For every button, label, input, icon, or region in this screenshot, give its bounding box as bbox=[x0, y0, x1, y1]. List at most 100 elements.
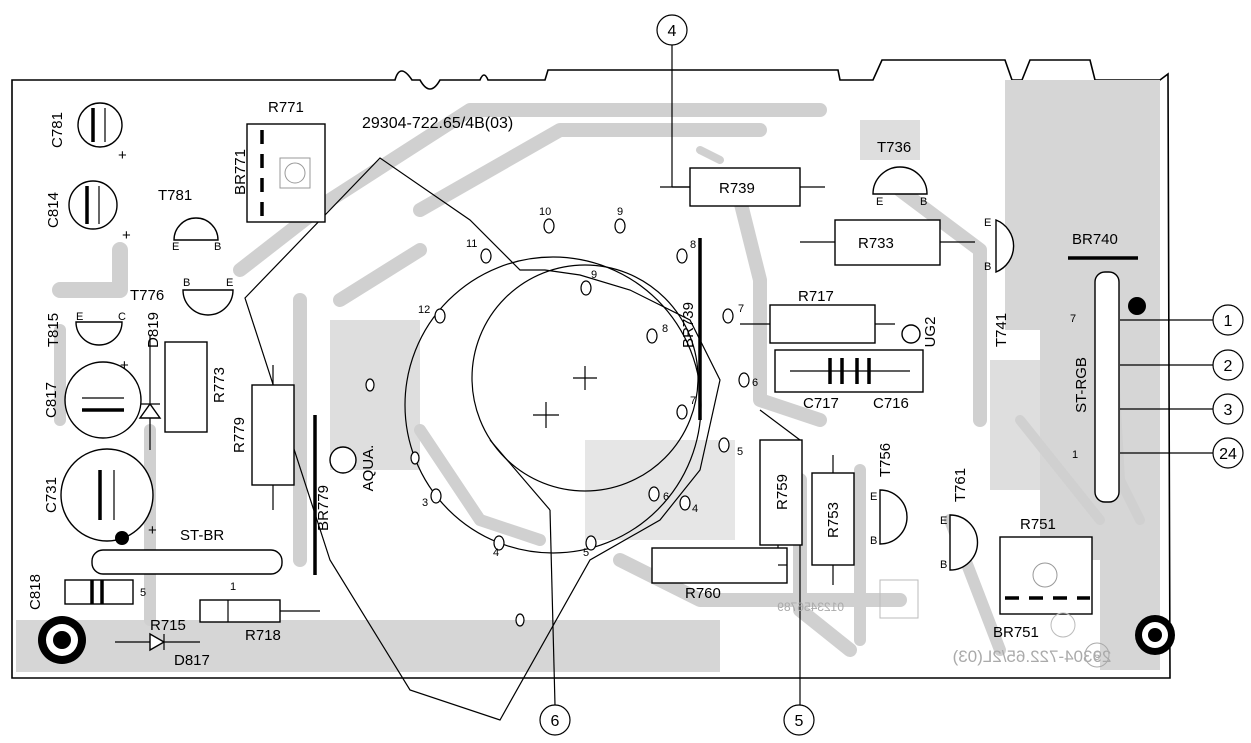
svg-text:B: B bbox=[920, 196, 927, 208]
svg-text:T756: T756 bbox=[877, 443, 894, 477]
svg-text:+: + bbox=[122, 227, 131, 244]
svg-text:AQUA.: AQUA. bbox=[360, 445, 377, 492]
svg-text:C817: C817 bbox=[43, 382, 60, 418]
socket-inner-pin-label: 8 bbox=[662, 323, 668, 335]
callout-24: 24 bbox=[1120, 437, 1244, 469]
svg-text:R753: R753 bbox=[825, 502, 842, 538]
svg-text:BR739: BR739 bbox=[680, 302, 697, 348]
svg-text:R718: R718 bbox=[245, 627, 281, 644]
svg-text:6: 6 bbox=[551, 713, 560, 730]
resistor-r718: R718 bbox=[199, 599, 320, 644]
svg-text:7: 7 bbox=[1070, 313, 1076, 325]
bridge-br740: BR740 bbox=[1068, 231, 1138, 260]
svg-text:E: E bbox=[940, 515, 947, 527]
callout-1: 1 bbox=[1120, 304, 1244, 336]
callout-5: 5 bbox=[783, 704, 815, 736]
svg-text:R715: R715 bbox=[150, 617, 186, 634]
svg-text:B: B bbox=[183, 277, 190, 289]
callout-2: 2 bbox=[1120, 349, 1244, 381]
resistor-r771: R771 BR771 bbox=[232, 99, 326, 223]
svg-text:1: 1 bbox=[1072, 449, 1078, 461]
svg-text:R773: R773 bbox=[211, 367, 228, 403]
resistor-r773: R773 bbox=[164, 341, 228, 433]
svg-text:B: B bbox=[940, 559, 947, 571]
svg-text:R733: R733 bbox=[858, 235, 894, 252]
svg-text:24: 24 bbox=[1219, 446, 1237, 463]
socket-pin-label: 7 bbox=[738, 303, 744, 315]
callout-6: 6 bbox=[539, 704, 571, 736]
svg-text:5: 5 bbox=[140, 587, 146, 599]
svg-text:E: E bbox=[226, 277, 233, 289]
svg-text:E: E bbox=[876, 196, 883, 208]
svg-text:R759: R759 bbox=[774, 474, 791, 510]
connector-st-br: ST-BR 1 bbox=[91, 527, 283, 593]
transistor-t815: T815 E C bbox=[45, 311, 126, 347]
callout-4: 4 bbox=[656, 14, 690, 188]
svg-text:29304-722.65/2L(03): 29304-722.65/2L(03) bbox=[953, 647, 1112, 666]
socket-pin-label: 5 bbox=[737, 446, 743, 458]
svg-text:R771: R771 bbox=[268, 99, 304, 116]
svg-text:T781: T781 bbox=[158, 187, 192, 204]
svg-text:C731: C731 bbox=[43, 477, 60, 513]
bridge-br739: BR739 bbox=[680, 238, 702, 420]
transistor-t736: T736 E B bbox=[872, 139, 928, 208]
svg-text:UG2: UG2 bbox=[922, 317, 939, 348]
resistor-r759: R759 bbox=[759, 439, 803, 570]
svg-text:E: E bbox=[172, 241, 179, 253]
svg-text:R751: R751 bbox=[1020, 516, 1056, 533]
svg-text:1: 1 bbox=[1224, 313, 1233, 330]
diode-d819: D819 + bbox=[120, 312, 162, 450]
socket-pin-label: 6 bbox=[752, 377, 758, 389]
svg-text:D819: D819 bbox=[145, 312, 162, 348]
svg-text:C717: C717 bbox=[803, 395, 839, 412]
socket-inner-pin-label: 6 bbox=[663, 491, 669, 503]
tube-socket: 10 9 11 8 12 7 6 5 4 5 4 3 9 8 7 6 bbox=[244, 157, 801, 721]
socket-pin-label: 10 bbox=[539, 206, 551, 218]
svg-text:T815: T815 bbox=[45, 313, 62, 347]
svg-text:+: + bbox=[148, 522, 157, 539]
svg-text:C818: C818 bbox=[27, 574, 44, 610]
svg-text:+: + bbox=[118, 147, 127, 164]
ground-terminal bbox=[1135, 615, 1175, 655]
capacitor-c781: C781 + bbox=[49, 102, 127, 164]
svg-text:C: C bbox=[118, 311, 126, 323]
svg-text:E: E bbox=[76, 311, 83, 323]
svg-text:B: B bbox=[984, 261, 991, 273]
svg-text:5: 5 bbox=[1094, 649, 1101, 663]
svg-text:BR751: BR751 bbox=[993, 624, 1039, 641]
svg-text:E: E bbox=[870, 491, 877, 503]
mirror-print: 0123456789 29304-722.65/2L(03) 5 bbox=[777, 579, 1112, 668]
transistor-t781: T781 E B bbox=[158, 187, 221, 253]
capacitor-c731: C731 + bbox=[43, 448, 157, 545]
resistor-r779: R779 bbox=[231, 365, 295, 510]
bridge-br779: BR779 bbox=[313, 415, 332, 575]
svg-text:ST-BR: ST-BR bbox=[180, 527, 224, 544]
svg-text:T736: T736 bbox=[877, 139, 911, 156]
connector-st-rgb: 7 1 ST-RGB bbox=[1070, 271, 1146, 503]
socket-pin-label: 12 bbox=[418, 304, 430, 316]
svg-text:B: B bbox=[870, 535, 877, 547]
capacitor-c814: C814 + bbox=[45, 180, 131, 244]
socket-pin-label: 9 bbox=[617, 206, 623, 218]
svg-text:T741: T741 bbox=[993, 313, 1010, 347]
svg-text:R779: R779 bbox=[231, 417, 248, 453]
socket-pin-label: 5 bbox=[583, 547, 589, 559]
svg-text:C814: C814 bbox=[45, 192, 62, 228]
copper-areas bbox=[16, 80, 1160, 672]
test-point-ug2: UG2 bbox=[901, 317, 939, 348]
svg-text:0123456789: 0123456789 bbox=[777, 600, 844, 614]
ground-terminal bbox=[38, 616, 86, 664]
resistor-r739: R739 bbox=[660, 167, 825, 207]
callout-3: 3 bbox=[1120, 393, 1244, 425]
svg-text:5: 5 bbox=[795, 713, 804, 730]
socket-pin-label: 8 bbox=[690, 239, 696, 251]
board-code: 29304-722.65/4B(03) bbox=[362, 115, 513, 132]
svg-text:R739: R739 bbox=[719, 180, 755, 197]
resistor-r717: R717 bbox=[740, 288, 895, 344]
svg-text:4: 4 bbox=[668, 23, 677, 40]
resistor-r760: R760 bbox=[651, 547, 788, 602]
svg-text:D817: D817 bbox=[174, 652, 210, 669]
svg-text:R717: R717 bbox=[798, 288, 834, 305]
svg-text:BR771: BR771 bbox=[232, 149, 249, 195]
svg-text:2: 2 bbox=[1224, 358, 1233, 375]
